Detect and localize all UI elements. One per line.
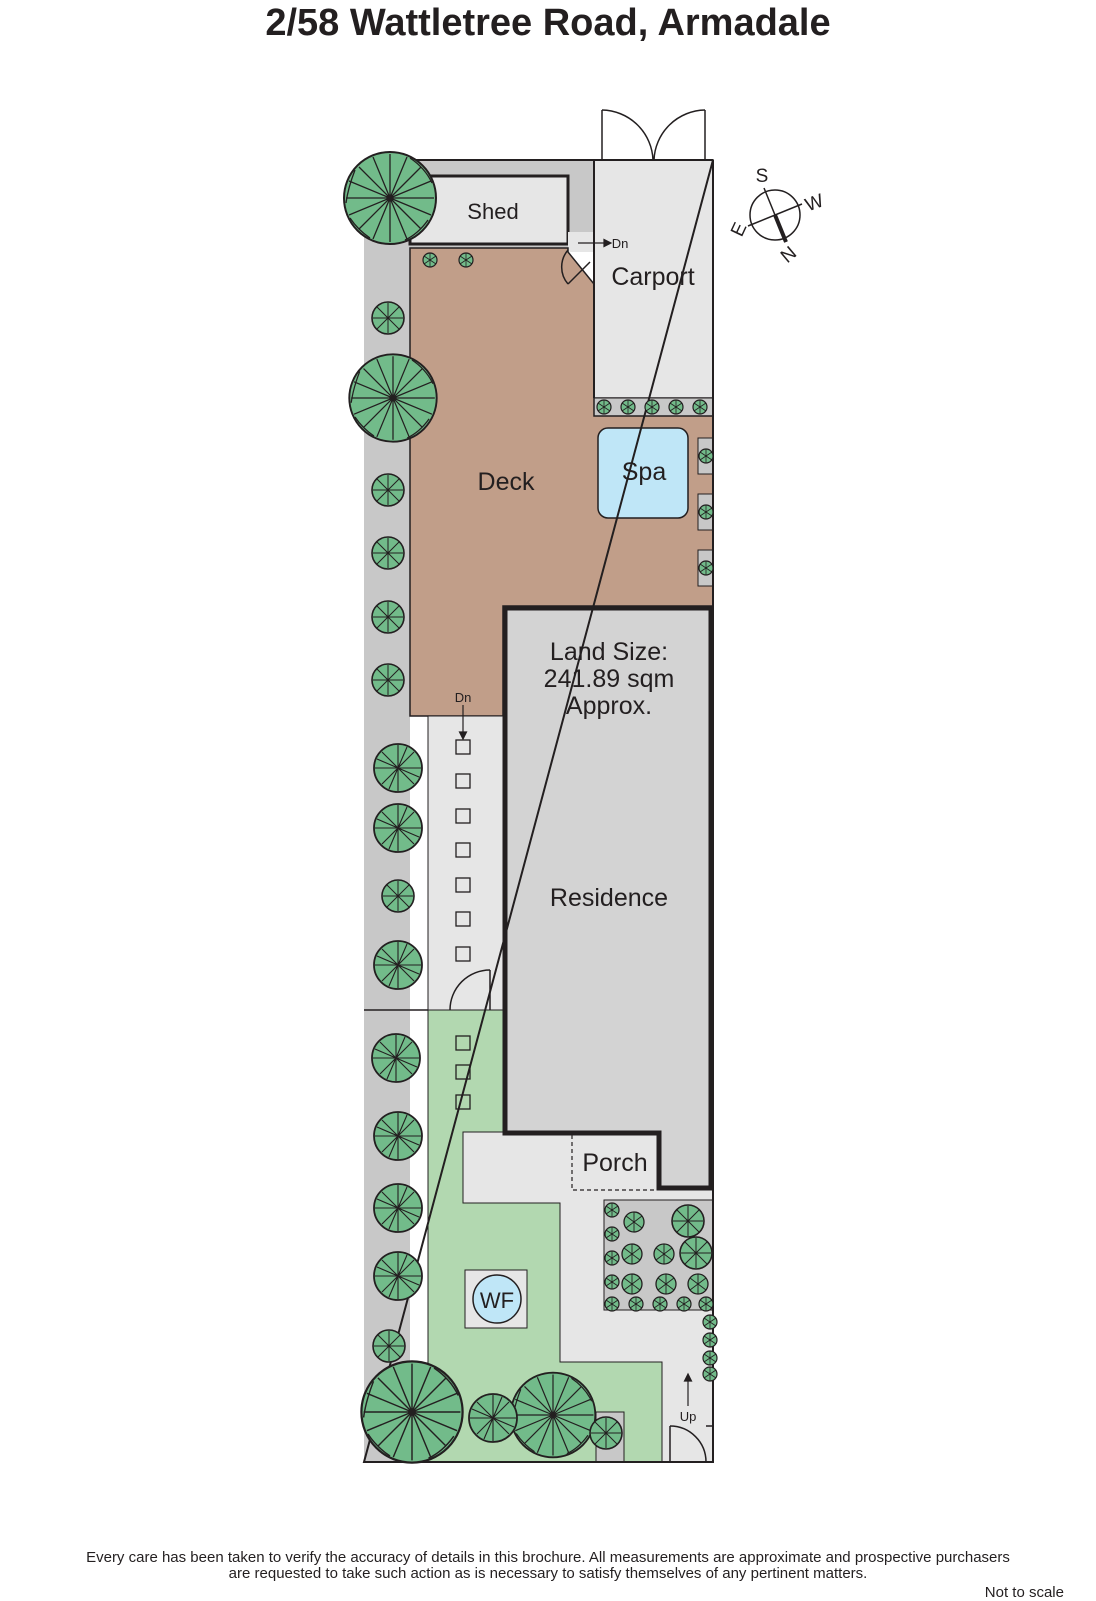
water-feature	[472, 1274, 522, 1324]
stair-dn-deck: Dn	[455, 690, 472, 705]
carport-gates	[601, 109, 706, 161]
stair-dn-carport: Dn	[612, 236, 629, 251]
land-size-value: 241.89 sqm	[544, 665, 675, 693]
disclaimer-line-1: Every care has been taken to verify the …	[86, 1549, 1010, 1566]
disclaimer-line-2: are requested to take such action as is …	[228, 1565, 868, 1582]
residence-label: Residence	[550, 884, 668, 912]
page-title: 2/58 Wattletree Road, Armadale	[265, 2, 831, 44]
compass-e: E	[727, 219, 751, 239]
side-path	[427, 715, 504, 1011]
land-size-label: Land Size:	[550, 638, 668, 666]
side-gate	[449, 969, 491, 1011]
compass-icon	[747, 187, 803, 243]
spa-label: Spa	[622, 458, 667, 486]
shed	[408, 174, 570, 246]
compass-s: S	[756, 166, 769, 187]
stepping-stones	[455, 739, 471, 1110]
compass-w: W	[802, 190, 826, 216]
wf-label: WF	[480, 1288, 514, 1313]
shed-label: Shed	[467, 199, 518, 224]
residence	[502, 605, 714, 1191]
land-size-approx: Approx.	[566, 692, 652, 720]
stair-up: Up	[680, 1409, 697, 1424]
disclaimer: Every care has been taken to verify the …	[0, 1550, 1096, 1582]
scale-note: Not to scale	[984, 1584, 1064, 1601]
carport-label: Carport	[611, 263, 694, 291]
front-gate	[669, 1425, 713, 1463]
porch-label: Porch	[582, 1149, 647, 1177]
compass-n: N	[777, 243, 801, 268]
deck-door	[561, 249, 591, 285]
spa	[597, 427, 689, 519]
deck-label: Deck	[478, 468, 535, 496]
